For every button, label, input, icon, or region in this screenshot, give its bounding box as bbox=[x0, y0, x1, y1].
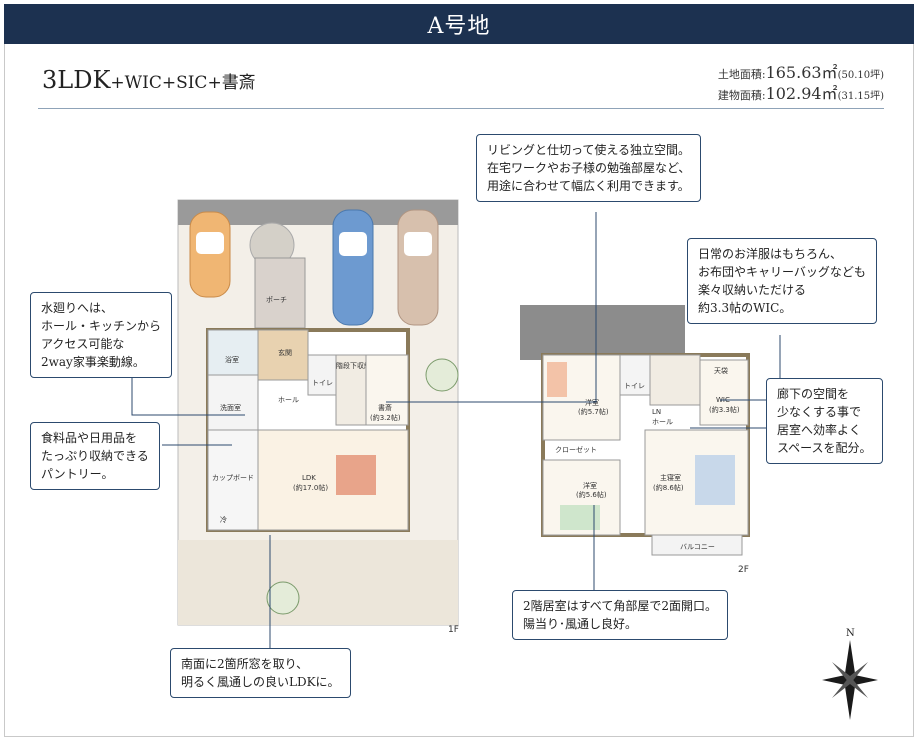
callout-corner-line: 陽当り･風通し良好。 bbox=[523, 617, 638, 631]
callout-corner-line: 2階居室はすべて角部屋で2面開口。 bbox=[523, 599, 717, 613]
bed-1 bbox=[547, 362, 567, 397]
callout-study-line: 在宅ワークやお子様の勉強部屋など、 bbox=[487, 161, 691, 175]
compass-north-label: N bbox=[846, 628, 855, 639]
callout-wic-line: 日常のお洋服はもちろん、 bbox=[698, 247, 843, 261]
wash-room bbox=[207, 374, 259, 431]
label-washroom: 洗面室 bbox=[220, 403, 241, 412]
label-toilet-1f: トイレ bbox=[312, 379, 333, 387]
callout-hallway-line: スペースを配分。 bbox=[777, 441, 872, 455]
callout-water-line: アクセス可能な bbox=[41, 337, 125, 351]
page-header: A号地 bbox=[4, 4, 914, 44]
label-western2: 洋室 bbox=[583, 481, 597, 490]
label-closet: クローゼット bbox=[555, 445, 597, 454]
label-1f: 1F bbox=[448, 625, 459, 635]
plan-type-main: 3LDK bbox=[42, 66, 111, 94]
label-balcony: バルコニー bbox=[680, 543, 715, 551]
building-area-tsubo: (31.15坪) bbox=[837, 91, 884, 102]
building-area-value: 102.94㎡ bbox=[765, 84, 838, 103]
callout-corner-rooms: 2階居室はすべて角部屋で2面開口。 陽当り･風通し良好。 bbox=[512, 590, 728, 640]
tree-south bbox=[266, 581, 300, 615]
callout-wic-line: お布団やキャリーバッグなども bbox=[698, 265, 866, 279]
label-porch: ポーチ bbox=[266, 296, 287, 304]
car-blue bbox=[332, 209, 374, 326]
label-bath: 浴室 bbox=[225, 355, 239, 364]
label-stair-storage: 階段下収納 bbox=[336, 361, 371, 370]
callout-water-line: 2way家事楽動線。 bbox=[41, 355, 145, 369]
roof-2f bbox=[520, 305, 685, 360]
callout-wic-line: 楽々収納いただける bbox=[698, 283, 807, 297]
building-area: 建物面積:102.94㎡(31.15坪) bbox=[718, 85, 884, 106]
callout-south-windows: 南面に2箇所窓を取り、 明るく風通しの良いLDKに。 bbox=[170, 648, 351, 698]
label-wic-size: (約3.3帖) bbox=[709, 405, 740, 414]
label-ln: LN bbox=[652, 408, 661, 416]
label-2f: 2F bbox=[738, 565, 749, 575]
building-area-label: 建物面積: bbox=[717, 89, 766, 102]
label-study-size: (約3.2帖) bbox=[370, 413, 401, 422]
leader-water bbox=[131, 370, 245, 416]
label-attic: 天袋 bbox=[714, 366, 728, 375]
wic bbox=[699, 359, 749, 426]
callout-pantry-line: たっぷり収納できる bbox=[41, 449, 149, 463]
land-area-value: 165.63㎡ bbox=[765, 63, 838, 82]
tree-east bbox=[425, 358, 459, 392]
callout-study-line: リビングと仕切って使える独立空間。 bbox=[487, 143, 691, 157]
callout-pantry-line: 食料品や日用品を bbox=[41, 431, 138, 445]
ldk bbox=[257, 429, 409, 531]
label-entrance: 玄関 bbox=[278, 348, 292, 357]
sofa bbox=[336, 455, 376, 495]
callout-pantry: 食料品や日用品を たっぷり収納できる パントリー。 bbox=[30, 422, 160, 490]
label-master: 主寝室 bbox=[660, 473, 681, 482]
toilet-1f bbox=[307, 354, 337, 396]
label-hall-2f: ホール bbox=[652, 418, 673, 426]
callout-water-line: ホール・キッチンから bbox=[41, 319, 162, 333]
land-area: 土地面積:165.63㎡(50.10坪) bbox=[718, 64, 884, 85]
area-info: 土地面積:165.63㎡(50.10坪) 建物面積:102.94㎡(31.15坪… bbox=[718, 64, 884, 106]
bath-room bbox=[207, 329, 259, 376]
label-fridge: 冷 bbox=[220, 515, 227, 524]
callout-study: リビングと仕切って使える独立空間。 在宅ワークやお子様の勉強部屋など、 用途に合… bbox=[476, 134, 702, 202]
callout-south-line: 明るく風通しの良いLDKに。 bbox=[181, 675, 340, 689]
study bbox=[365, 354, 409, 426]
garden-south bbox=[178, 540, 458, 625]
callout-water-line: 水廻りへは、 bbox=[41, 301, 114, 315]
bed-2 bbox=[560, 505, 600, 530]
land-area-label: 土地面積: bbox=[717, 68, 766, 81]
car-orange bbox=[189, 211, 231, 298]
stairs-2f bbox=[649, 354, 701, 406]
land-area-tsubo: (50.10坪) bbox=[837, 70, 884, 81]
lot-title: A号地 bbox=[427, 14, 491, 39]
callout-hallway-line: 少なくする事で bbox=[777, 405, 862, 419]
plan-type: 3LDK+WIC+SIC+書斎 bbox=[42, 66, 256, 94]
callout-water: 水廻りへは、 ホール・キッチンから アクセス可能な 2way家事楽動線。 bbox=[30, 292, 173, 378]
porch bbox=[254, 257, 306, 329]
car-beige bbox=[397, 209, 439, 326]
label-western1-size: (約5.7帖) bbox=[578, 407, 609, 416]
balcony bbox=[651, 534, 743, 556]
label-cupboard: カップボード bbox=[212, 474, 254, 482]
callout-wic-line: 約3.3帖のWIC。 bbox=[698, 301, 792, 315]
callout-south-line: 南面に2箇所窓を取り、 bbox=[181, 657, 309, 671]
compass: N bbox=[822, 628, 878, 720]
label-hall-1f: ホール bbox=[278, 396, 299, 404]
label-western2-size: (約5.6帖) bbox=[576, 490, 607, 499]
callout-pantry-line: パントリー。 bbox=[41, 467, 114, 481]
callout-study-line: 用途に合わせて幅広く利用できます。 bbox=[487, 179, 690, 193]
label-ldk: LDK bbox=[302, 474, 316, 482]
toilet-2f bbox=[619, 354, 651, 396]
master-bed bbox=[695, 455, 735, 505]
callout-hallway-line: 居室へ効率よく bbox=[777, 423, 862, 437]
plan-type-suffix: +WIC+SIC+書斎 bbox=[110, 73, 256, 93]
kitchen bbox=[207, 429, 259, 531]
callout-wic: 日常のお洋服はもちろん、 お布団やキャリーバッグなども 楽々収納いただける 約3… bbox=[687, 238, 877, 324]
label-ldk-size: (約17.0帖) bbox=[293, 483, 328, 492]
label-study: 書斎 bbox=[378, 403, 392, 412]
label-toilet-2f: トイレ bbox=[624, 382, 645, 390]
header-divider bbox=[38, 108, 884, 109]
callout-hallway: 廊下の空間を 少なくする事で 居室へ効率よく スペースを配分。 bbox=[766, 378, 883, 464]
label-master-size: (約8.6帖) bbox=[653, 483, 684, 492]
stairs-1f bbox=[335, 354, 367, 426]
callout-hallway-line: 廊下の空間を bbox=[777, 387, 850, 401]
leader-study bbox=[386, 212, 597, 403]
